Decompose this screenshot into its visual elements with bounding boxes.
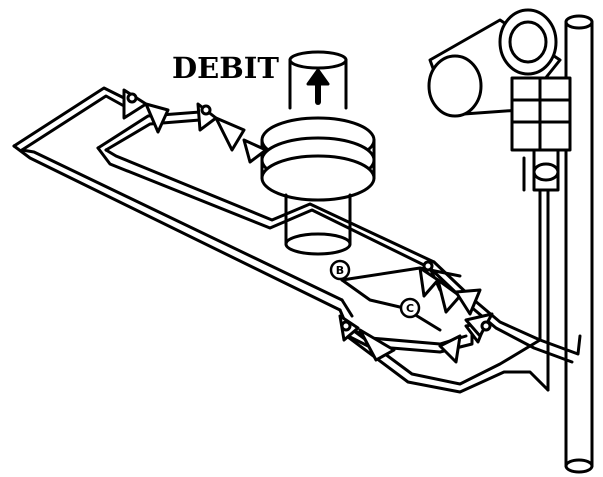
impulse-lines-transmitter bbox=[538, 188, 550, 392]
transmitter-icon bbox=[427, 8, 572, 192]
valve-upper-3 bbox=[242, 138, 268, 164]
valve-manifold-2 bbox=[454, 288, 482, 316]
orifice-flange-icon bbox=[260, 50, 376, 256]
flow-label: DEBIT bbox=[172, 51, 279, 85]
valve-manifold-icon bbox=[338, 260, 582, 394]
marker-c-circle bbox=[399, 297, 421, 319]
marker-c-label: C bbox=[406, 302, 414, 315]
tube-fittings bbox=[126, 92, 492, 332]
marker-b-circle bbox=[329, 259, 351, 281]
valve-manifold-1 bbox=[418, 266, 462, 314]
impulse-tubing-upper bbox=[12, 86, 442, 312]
marker-b-label: B bbox=[336, 264, 344, 277]
flow-arrow-up-icon bbox=[306, 68, 330, 105]
